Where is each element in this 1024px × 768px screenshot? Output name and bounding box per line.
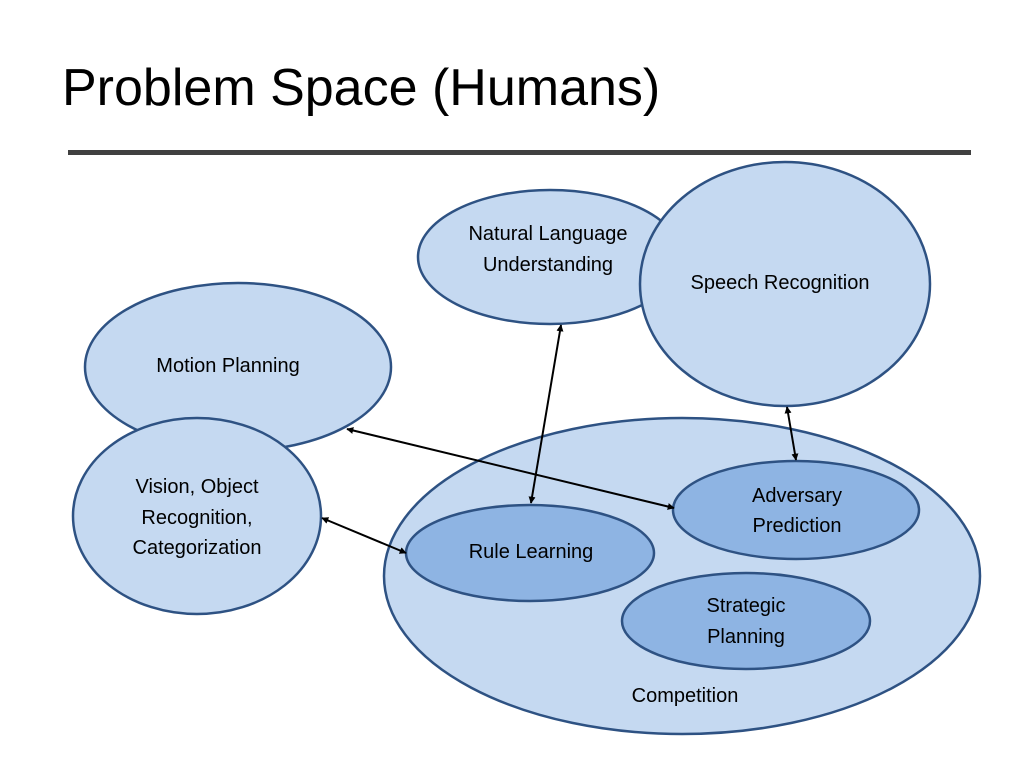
strategic-planning-label-line2: Planning	[707, 626, 785, 648]
vision-label-line2: Recognition,	[141, 507, 252, 529]
vision-node: Vision, Object Recognition, Categorizati…	[71, 416, 323, 616]
vision-label-line1: Vision, Object	[135, 476, 258, 498]
rule-learning-label: Rule Learning	[469, 541, 594, 563]
vision-label-line3: Categorization	[133, 537, 262, 559]
adversary-prediction-ellipse	[671, 459, 921, 561]
competition-label: Competition	[632, 685, 739, 707]
adversary-prediction-label-line2: Prediction	[753, 515, 842, 537]
rule-learning-node: Rule Learning	[404, 503, 656, 603]
speech-recognition-label: Speech Recognition	[690, 272, 869, 294]
slide-title: Problem Space (Humans)	[62, 59, 661, 117]
arrow-motion-planning-adversary-prediction	[346, 427, 675, 510]
motion-planning-label: Motion Planning	[156, 355, 299, 377]
arrow-speech-recognition-adversary-prediction	[784, 406, 799, 461]
adversary-prediction-node: Adversary Prediction	[671, 459, 921, 561]
strategic-planning-ellipse	[620, 571, 872, 671]
natural-language-understanding-node: Natural Language Understanding	[416, 188, 684, 326]
adversary-prediction-label-line1: Adversary	[752, 485, 842, 507]
speech-recognition-node: Speech Recognition	[638, 160, 932, 408]
title-divider	[68, 150, 971, 155]
natural-language-label-line2: Understanding	[483, 254, 613, 276]
arrow-vision-rule-learning	[321, 517, 407, 554]
strategic-planning-label-line1: Strategic	[707, 595, 786, 617]
speech-recognition-ellipse	[638, 160, 932, 408]
strategic-planning-node: Strategic Planning	[620, 571, 872, 671]
natural-language-label-line1: Natural Language	[468, 223, 627, 245]
vision-ellipse	[71, 416, 323, 616]
